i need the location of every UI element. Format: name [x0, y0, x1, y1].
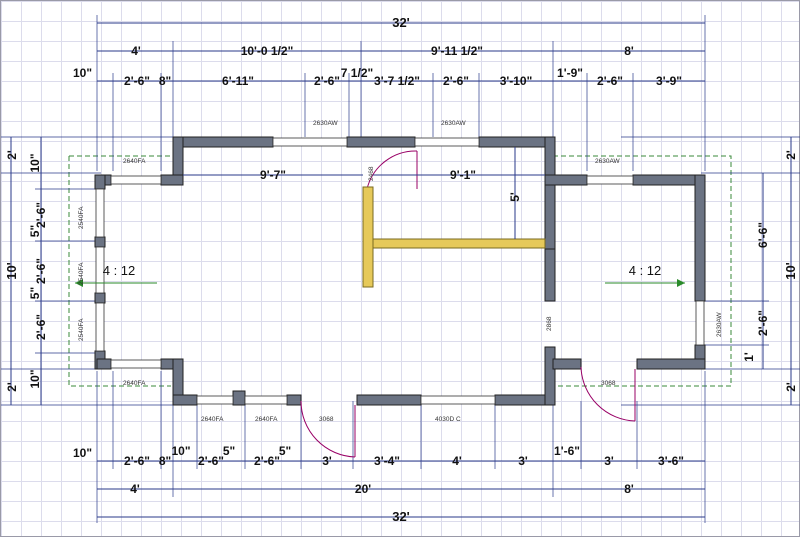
dim-bottom-row1-11: 4'	[452, 454, 462, 468]
dim-bottom-row1-14: 3'	[604, 454, 614, 468]
roof-slopes: 4 : 12 4 : 12	[75, 263, 685, 287]
slope-right: 4 : 12	[629, 263, 662, 278]
dim-right-outer-3: 2'	[784, 382, 798, 392]
dim-top-3: 9'-11 1/2"	[431, 44, 483, 58]
doors	[300, 150, 636, 458]
dim-bottom-row2-3: 8'	[624, 482, 634, 496]
dim-left-inner-5: 2'-6"	[34, 258, 48, 284]
dim-left-inner-4: 5"	[28, 287, 42, 299]
dim-top-row2-11: 2'-6"	[597, 74, 623, 88]
dim-left-inner-7: 10"	[28, 369, 42, 388]
dim-bottom-row1-4: 10"	[171, 444, 190, 458]
tag-window-bottom-left: 2640FA	[123, 380, 146, 387]
opening-tags: 2640FA 2630AW 2630AW 2630AW 2540FA 2540F…	[78, 120, 723, 423]
tag-window-left-top: 2540FA	[78, 206, 85, 229]
tag-door-right: 3068	[601, 380, 616, 387]
tag-window-top-right: 2630AW	[441, 120, 467, 127]
dim-bottom-row1-3: 8"	[159, 454, 171, 468]
roof-outline	[68, 155, 732, 387]
dim-bottom-row2-1: 4'	[130, 482, 140, 496]
dim-bottom-row1-6: 5"	[223, 444, 235, 458]
dim-top-row2-12: 3'-9"	[656, 74, 682, 88]
dim-left-inner-2: 5"	[28, 225, 42, 237]
dim-bottom-row1-12: 3'	[518, 454, 528, 468]
dim-right-inner-2: 2'-6"	[756, 310, 770, 336]
slope-arrow-left-icon	[75, 279, 83, 287]
slope-left: 4 : 12	[103, 263, 136, 278]
dim-top-row2-3: 8"	[159, 74, 171, 88]
dim-top-row2-9: 3'-10"	[500, 74, 533, 88]
dim-bottom-row1-10: 3'-4"	[374, 454, 400, 468]
dim-top-1: 4'	[131, 44, 141, 58]
tag-window-top-left: 2640FA	[123, 158, 146, 165]
dim-bottom-row2-2: 20'	[355, 482, 371, 496]
interior-framing	[362, 186, 546, 288]
dim-bottom-row1-9: 3'	[322, 454, 332, 468]
dim-right-outer-2: 10'	[783, 262, 798, 280]
dim-right-inner-3: 1'	[742, 352, 756, 362]
dim-top-row2-10: 1'-9"	[557, 66, 583, 80]
tag-opening-interior: 2868	[546, 316, 553, 331]
dim-left-inner-1: 10"	[28, 153, 42, 172]
dim-left-outer-2: 10'	[4, 262, 19, 280]
dim-right-outer-1: 2'	[784, 150, 798, 160]
dim-interior-right: 9'-1"	[450, 168, 476, 182]
dim-bottom-row1-2: 2'-6"	[124, 454, 150, 468]
dim-top-row2-5: 2'-6"	[314, 74, 340, 88]
tag-window-left-mid: 2540FA	[78, 262, 85, 285]
dim-top-row2-2: 2'-6"	[124, 74, 150, 88]
dim-overall-top: 32'	[392, 15, 410, 30]
dim-bottom-row1-1: 10"	[73, 446, 92, 460]
dim-top-2: 10'-0 1/2"	[241, 44, 294, 58]
dim-bottom-row1-13: 1'-6"	[554, 444, 580, 458]
dim-top-row2-6: 7 1/2"	[341, 66, 373, 80]
dim-bottom-row1-5: 2'-6"	[198, 454, 224, 468]
dim-interior-vertical: 5'	[508, 192, 522, 202]
left-dimensions: 2' 10' 2' 10" 5" 2'-6" 5" 2'-6" 2'-6" 10…	[1, 136, 181, 406]
top-dimensions: 32' 4' 10'-0 1/2" 9'-11 1/2" 8' 10" 2'-6…	[73, 15, 706, 171]
dim-top-4: 8'	[624, 44, 634, 58]
dim-bottom-row1-15: 3'-6"	[658, 454, 684, 468]
dim-right-inner-1: 6'-6"	[756, 222, 770, 248]
interior-dimensions: 9'-7" 9'-1" 5'	[183, 147, 545, 239]
slope-arrow-right-icon	[677, 279, 685, 287]
tag-window-right-top: 2630AW	[595, 158, 621, 165]
dim-bottom-row1-7: 2'-6"	[254, 454, 280, 468]
dim-left-outer-1: 2'	[5, 150, 19, 160]
bottom-dimensions: 10" 2'-6" 8" 10" 2'-6" 5" 2'-6" 5" 3' 3'…	[73, 371, 706, 524]
dim-top-row2-7: 3'-7 1/2"	[374, 74, 420, 88]
dim-top-row2-1: 10"	[73, 66, 92, 80]
dim-left-outer-3: 2'	[5, 382, 19, 392]
walls	[94, 136, 706, 406]
dim-top-row2-4: 6'-11"	[222, 74, 254, 88]
dim-left-inner-3: 2'-6"	[34, 202, 48, 228]
tag-window-bottom-a: 2640FA	[201, 416, 224, 423]
dim-left-inner-6: 2'-6"	[34, 314, 48, 340]
tag-door-interior: 2468	[368, 166, 375, 181]
tag-window-left-bottom: 2540FA	[78, 318, 85, 341]
tag-window-top-mid: 2630AW	[313, 120, 339, 127]
dim-interior-left: 9'-7"	[260, 168, 286, 182]
tag-window-bottom-b: 2640FA	[255, 416, 278, 423]
tag-door-bottom: 3068	[319, 416, 334, 423]
dim-overall-bottom: 32'	[392, 509, 410, 524]
tag-window-right-side: 2630AW	[716, 311, 723, 337]
tag-window-bottom-wide: 4030D C	[435, 416, 461, 423]
right-dimensions: 2' 10' 2' 6'-6" 2'-6" 1'	[621, 136, 800, 406]
windows	[95, 137, 705, 405]
dim-bottom-row1-8: 5"	[279, 444, 291, 458]
dim-top-row2-8: 2'-6"	[443, 74, 469, 88]
